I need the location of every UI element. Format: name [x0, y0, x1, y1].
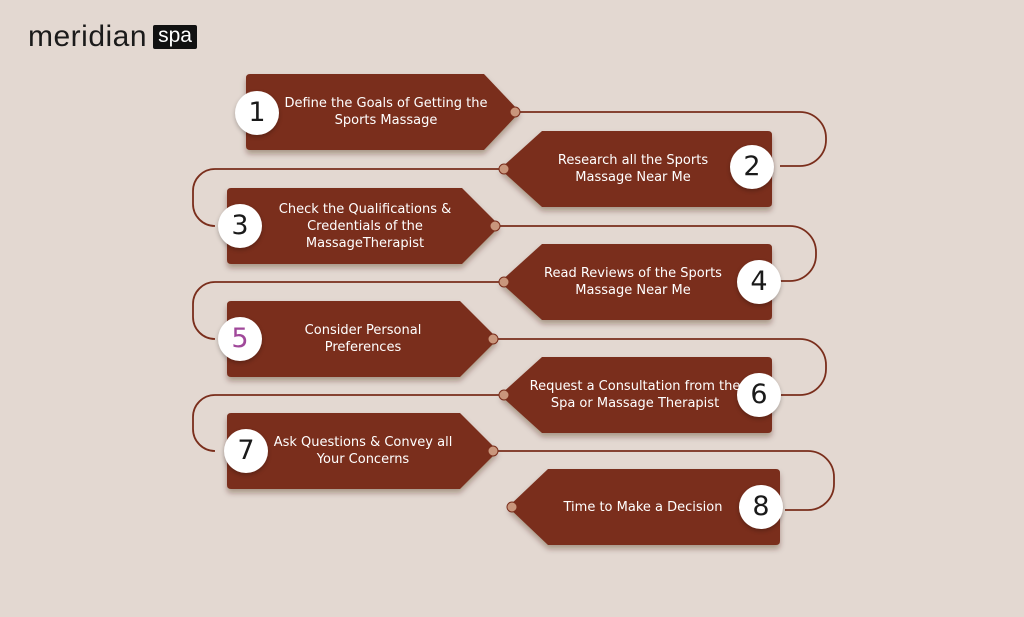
connector-dot — [487, 333, 499, 345]
connector-dot — [498, 276, 510, 288]
step-card-1 — [246, 74, 520, 150]
connector-6-7 — [192, 394, 500, 452]
step-number-8: 8 — [739, 485, 783, 529]
step-label-4: Read Reviews of the Sports Massage Near … — [544, 266, 722, 298]
connector-dot — [498, 163, 510, 175]
step-card-2 — [500, 131, 772, 207]
step-number-1: 1 — [235, 91, 279, 135]
step-number-2: 2 — [730, 145, 774, 189]
step-card-7 — [227, 413, 498, 489]
connector-1-2 — [515, 111, 827, 167]
step-label-1: Define the Goals of Getting the Sports M… — [284, 96, 488, 128]
step-label-3: Check the Qualifications & Credentials o… — [278, 201, 452, 251]
connector-7-8 — [495, 450, 835, 511]
connector-2-3 — [192, 168, 500, 227]
step-card-3 — [227, 188, 500, 264]
connector-dot — [489, 220, 501, 232]
connector-5-6 — [495, 338, 827, 396]
connector-dot — [498, 389, 510, 401]
step-number-4: 4 — [737, 260, 781, 304]
step-label-2: Research all the Sports Massage Near Me — [557, 153, 709, 185]
step-card-4 — [500, 244, 772, 320]
connector-dot — [509, 106, 521, 118]
connector-dots — [487, 106, 521, 513]
step-number-6: 6 — [737, 373, 781, 417]
step-card-6 — [500, 357, 772, 433]
step-card-5 — [227, 301, 498, 377]
connector-dot — [487, 445, 499, 457]
logo-tag: spa — [153, 25, 197, 49]
step-number-7: 7 — [224, 429, 268, 473]
step-label-6: Request a Consultation from the Spa or M… — [529, 379, 741, 411]
step-label-8: Time to Make a Decision — [563, 499, 723, 515]
connector-lines — [192, 111, 835, 511]
step-label-7: Ask Questions & Convey all Your Concerns — [273, 435, 453, 467]
step-number-3: 3 — [218, 204, 262, 248]
step-card-8 — [508, 469, 780, 545]
step-number-5: 5 — [218, 317, 262, 361]
connector-3-4 — [497, 225, 817, 282]
connector-4-5 — [192, 281, 500, 340]
step-label-5: Consider Personal Preferences — [304, 323, 422, 355]
connector-dot — [506, 501, 518, 513]
logo-wordmark: meridian — [28, 20, 148, 53]
logo: meridian spa — [28, 20, 197, 54]
